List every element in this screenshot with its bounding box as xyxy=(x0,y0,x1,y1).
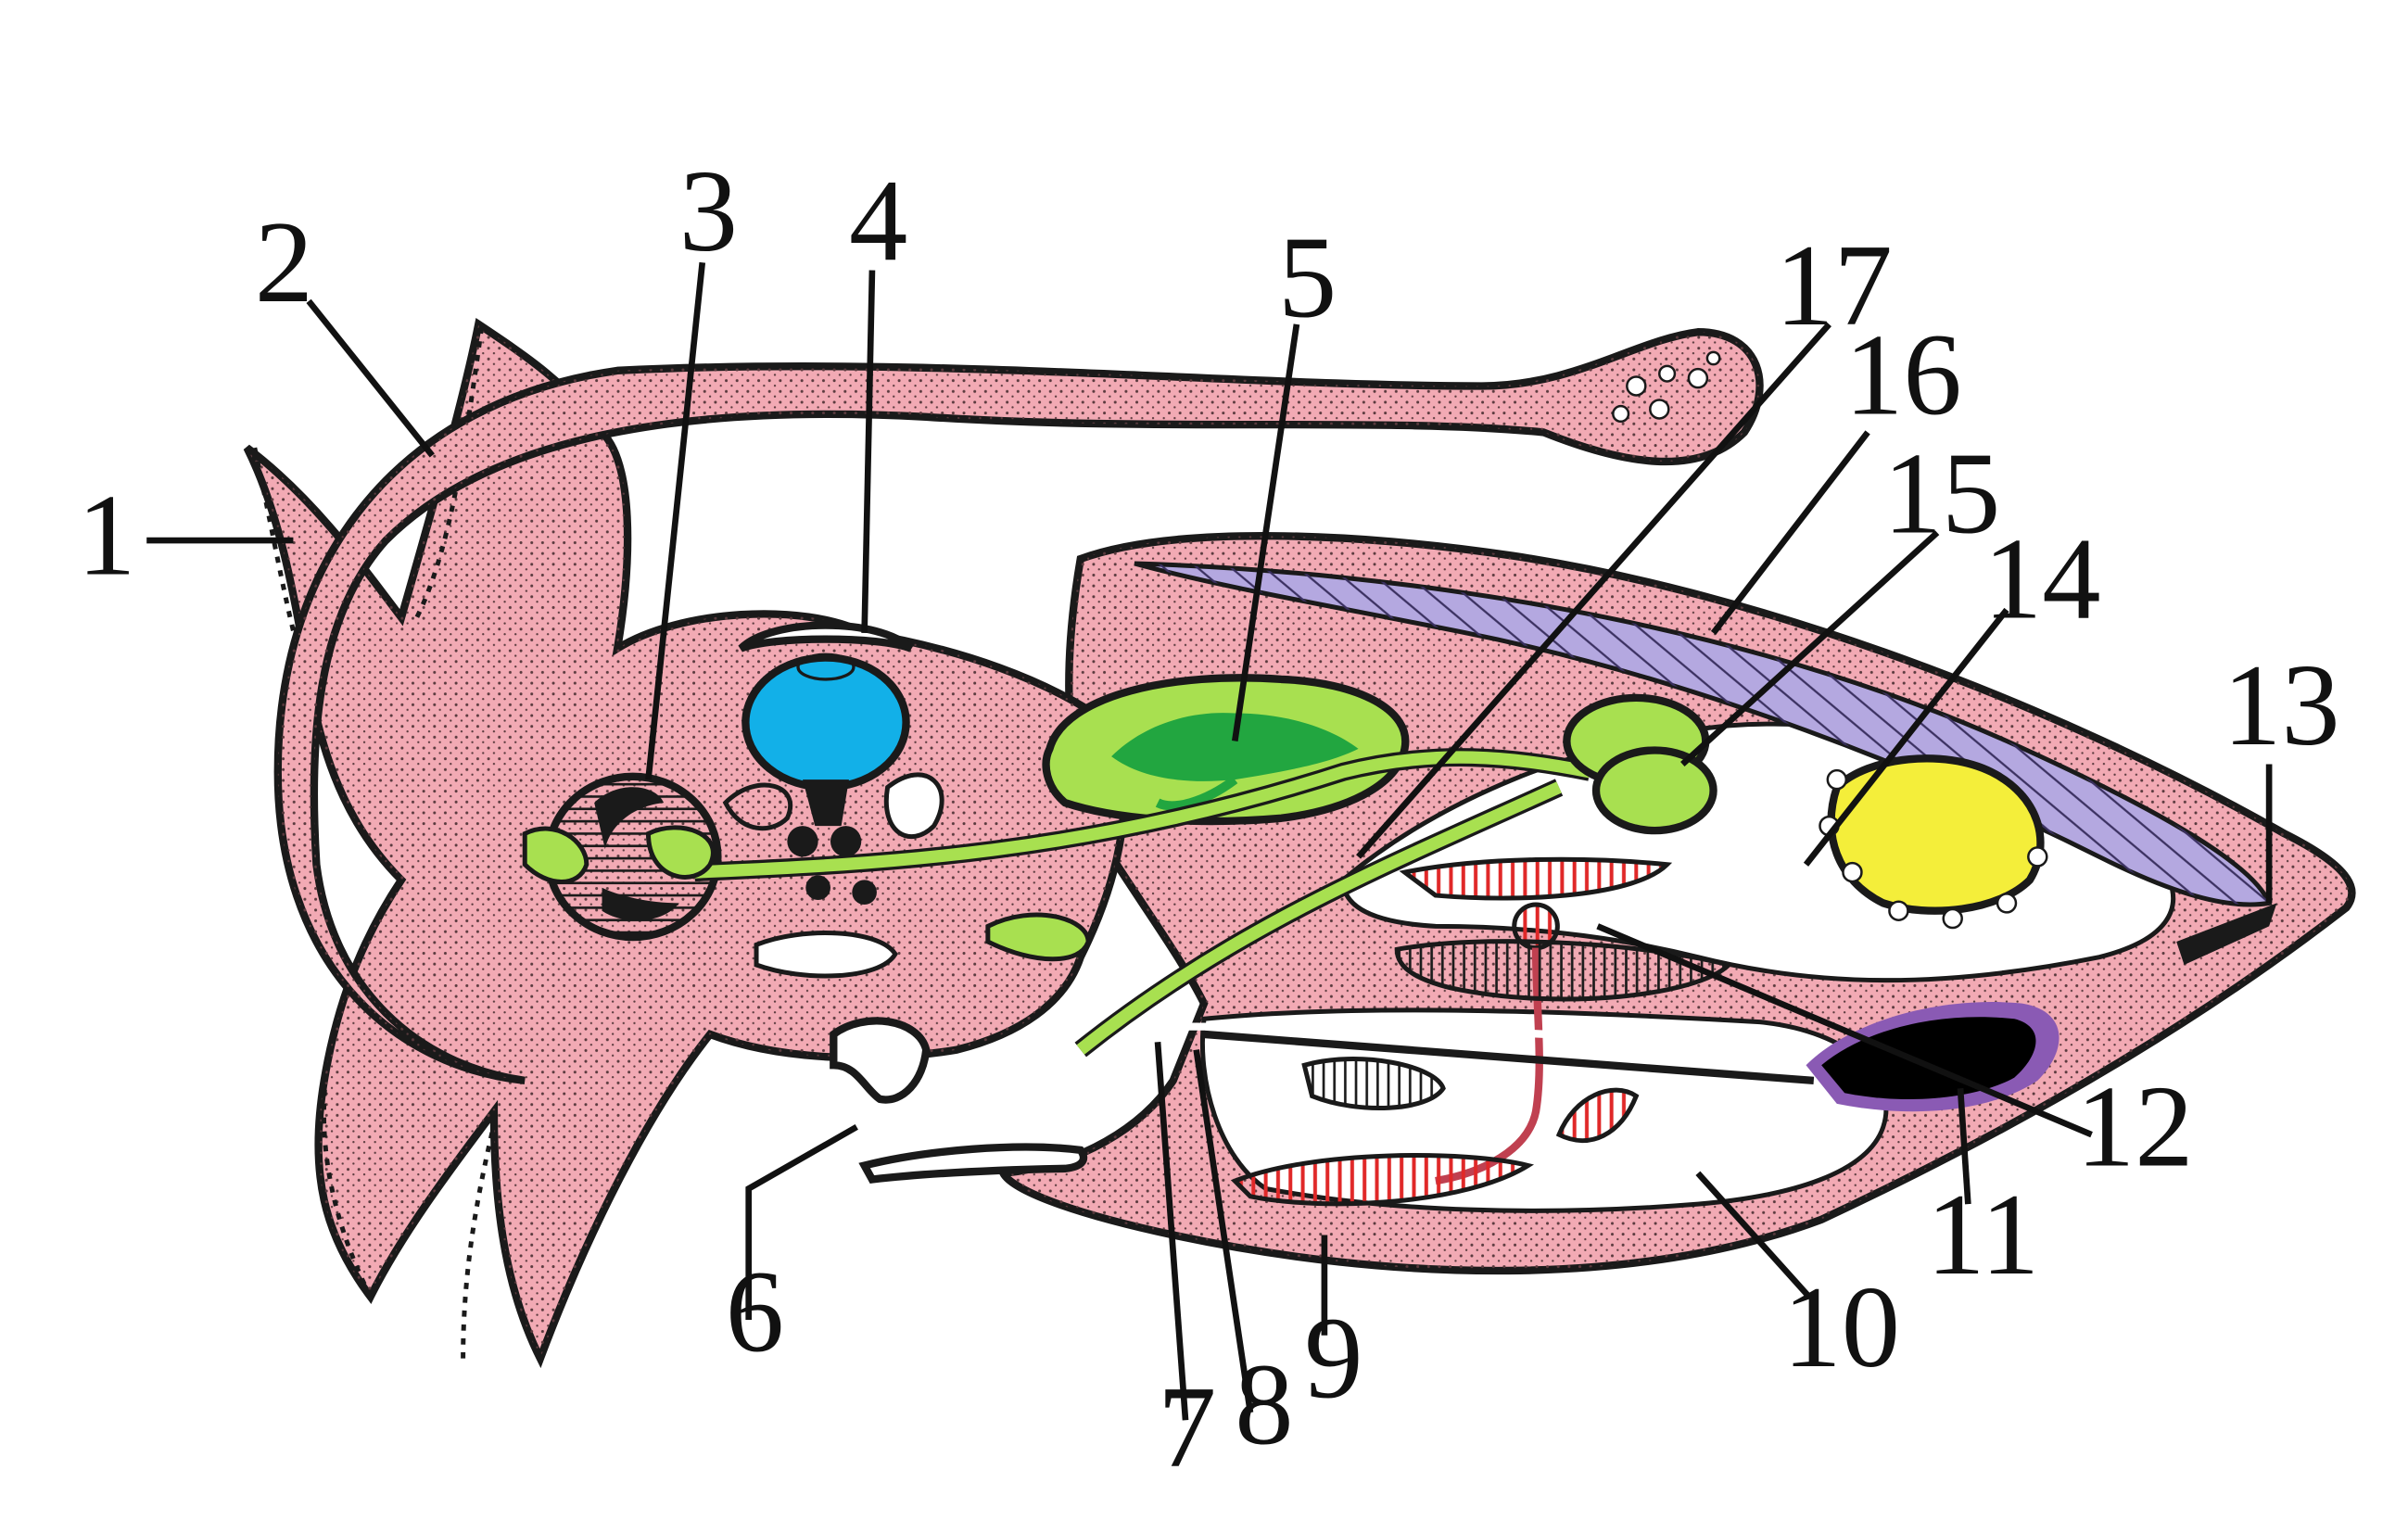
label-4: 4 xyxy=(849,156,907,285)
label-2: 2 xyxy=(255,197,313,327)
label-15: 15 xyxy=(1883,429,2001,559)
label-14: 14 xyxy=(1983,513,2101,643)
label-3: 3 xyxy=(679,146,738,276)
label-8: 8 xyxy=(1235,1339,1293,1469)
label-17: 17 xyxy=(1775,221,1893,350)
stomach xyxy=(1596,751,1714,831)
label-10: 10 xyxy=(1783,1262,1901,1392)
label-13: 13 xyxy=(2223,640,2340,770)
label-11: 11 xyxy=(1926,1170,2039,1299)
label-12: 12 xyxy=(2076,1062,2194,1192)
label-6: 6 xyxy=(726,1247,784,1376)
label-9: 9 xyxy=(1304,1293,1362,1423)
label-7: 7 xyxy=(1158,1362,1216,1492)
funnel xyxy=(833,1020,926,1099)
label-5: 5 xyxy=(1278,213,1337,343)
brain-lobe-right xyxy=(886,775,942,837)
statocyst xyxy=(756,933,895,977)
label-1: 1 xyxy=(77,471,135,601)
